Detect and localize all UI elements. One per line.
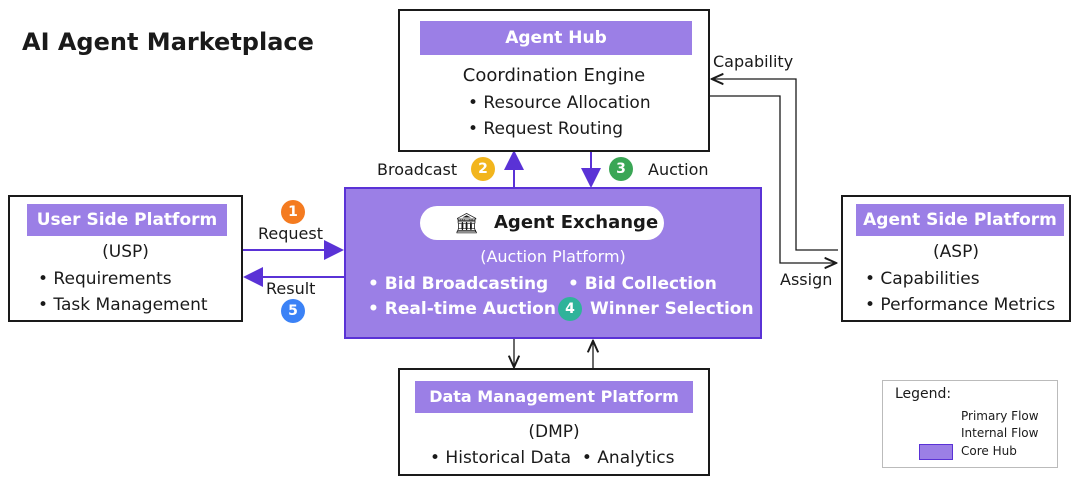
page-title: AI Agent Marketplace xyxy=(22,28,314,56)
agent-exchange-title: Agent Exchange xyxy=(494,212,659,233)
agent-side-platform-box: Agent Side Platform (ASP) • Capabilities… xyxy=(841,195,1071,322)
dmp-abbr: (DMP) xyxy=(528,422,580,442)
asp-item-performance: • Performance Metrics xyxy=(865,295,1056,315)
assign-label: Assign xyxy=(780,270,833,289)
result-label: Result xyxy=(266,279,316,298)
agent-hub-subtitle: Coordination Engine xyxy=(462,65,646,86)
capability-arrow xyxy=(713,79,838,251)
usp-item-task-management: • Task Management xyxy=(38,295,208,315)
legend: Legend: Primary Flow Internal Flow Core … xyxy=(882,380,1058,468)
dmp-items: • Historical Data • Analytics xyxy=(430,448,675,468)
assign-arrow xyxy=(698,95,835,263)
legend-internal-label: Internal Flow xyxy=(961,426,1039,440)
agent-hub-box: Agent Hub Coordination Engine • Resource… xyxy=(398,9,710,152)
exchange-item-realtime-auction: • Real-time Auction xyxy=(368,299,556,319)
broadcast-label: Broadcast xyxy=(377,160,458,179)
usp-item-requirements: • Requirements xyxy=(38,269,172,289)
user-side-platform-box: User Side Platform (USP) • Requirements … xyxy=(8,195,243,322)
agent-exchange-box: 🏛 Agent Exchange (Auction Platform) • Bi… xyxy=(344,187,762,339)
asp-abbr: (ASP) xyxy=(933,242,979,262)
legend-primary-label: Primary Flow xyxy=(961,409,1039,423)
exchange-item-winner-selection: Winner Selection xyxy=(590,299,754,319)
exchange-item-bid-broadcasting: • Bid Broadcasting xyxy=(368,274,549,294)
dmp-header: Data Management Platform xyxy=(415,381,693,413)
exchange-item-bid-collection: • Bid Collection xyxy=(568,274,717,294)
legend-hub-swatch xyxy=(919,444,953,460)
usp-header: User Side Platform xyxy=(27,204,227,236)
agent-exchange-subtitle: (Auction Platform) xyxy=(480,247,626,266)
step-2-badge: 2 xyxy=(471,157,495,181)
agent-hub-item-routing: • Request Routing xyxy=(468,119,624,139)
asp-header: Agent Side Platform xyxy=(856,204,1064,236)
usp-abbr: (USP) xyxy=(102,242,149,262)
step-5-badge: 5 xyxy=(281,299,305,323)
step-4-badge: 4 xyxy=(558,297,582,321)
capability-label: Capability xyxy=(713,52,794,71)
agent-hub-header: Agent Hub xyxy=(420,21,692,55)
legend-title: Legend: xyxy=(895,386,952,402)
asp-item-capabilities: • Capabilities xyxy=(865,269,980,289)
auction-label: Auction xyxy=(648,160,709,179)
request-label: Request xyxy=(258,224,323,243)
legend-hub-label: Core Hub xyxy=(961,444,1017,458)
step-3-badge: 3 xyxy=(609,157,633,181)
bank-icon: 🏛 xyxy=(454,211,480,235)
agent-exchange-title-pill: 🏛 Agent Exchange xyxy=(420,206,664,240)
agent-hub-item-resource: • Resource Allocation xyxy=(468,93,651,113)
data-management-platform-box: Data Management Platform (DMP) • Histori… xyxy=(398,368,710,476)
step-1-badge: 1 xyxy=(281,200,305,224)
